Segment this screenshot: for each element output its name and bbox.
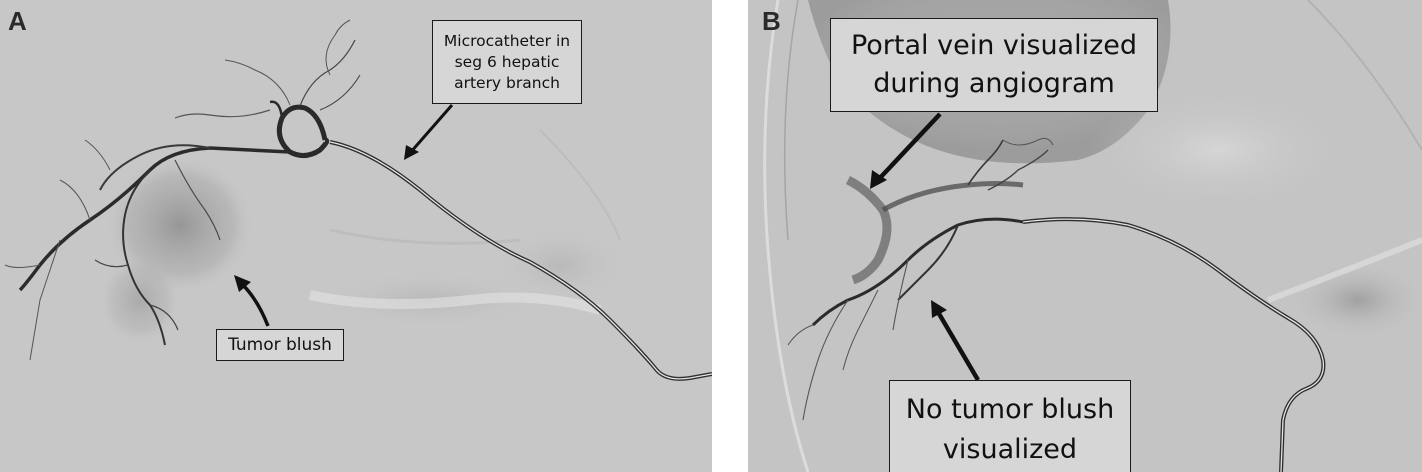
panel-letter-b: B [762, 6, 781, 36]
rib-outline [783, 0, 799, 241]
artery-branch [84, 139, 111, 171]
artery-branch [325, 19, 351, 76]
tumor-blush-region [100, 255, 180, 345]
panel-a-angiogram: A Microcatheter in seg 6 hepatic artery … [0, 0, 712, 472]
artery-branch [299, 39, 356, 107]
portal-vein-branch [881, 181, 1024, 213]
arrowhead [931, 300, 947, 318]
bowel-gas-outline [1266, 237, 1422, 303]
microcatheter-label: Microcatheter in seg 6 hepatic artery br… [443, 31, 571, 92]
catheter-lumen [1022, 218, 1325, 472]
tumor-blush-label: Tumor blush [228, 335, 332, 355]
microcatheter-lumen [329, 141, 712, 380]
artery-branch [149, 304, 179, 331]
no-tumor-blush-callout: No tumor blush visualized [889, 380, 1131, 472]
arrowhead [404, 145, 419, 160]
microcatheter-callout: Microcatheter in seg 6 hepatic artery br… [432, 20, 582, 104]
artery-branch [4, 264, 41, 268]
artery-branch [967, 139, 1004, 186]
portal-vein-label: Portal vein visualized during angiogram [850, 30, 1138, 99]
arrow [408, 104, 454, 154]
artery-branch [897, 224, 959, 301]
artery-loop [276, 104, 330, 158]
arrowhead [234, 275, 251, 292]
artery-branch [842, 289, 879, 371]
arrowhead [870, 170, 887, 189]
artery-branch [94, 259, 129, 268]
artery-branch [174, 109, 271, 119]
rib-outline [1307, 0, 1422, 151]
bowel-gas-outline [308, 290, 602, 315]
portal-vein [845, 175, 892, 285]
body-contour [763, 0, 810, 472]
soft-tissue-light [1088, 90, 1348, 210]
artery-branch [802, 299, 849, 421]
artery-branch [29, 239, 61, 361]
artery-branch [987, 149, 1049, 191]
portal-vein-callout: Portal vein visualized during angiogram [830, 18, 1158, 112]
kidney-shadow [1288, 260, 1422, 340]
hepatic-artery-branch [811, 217, 1024, 327]
artery-branch [319, 74, 361, 111]
artery-branch [99, 144, 211, 191]
panel-a-image [4, 19, 712, 381]
artery-branch [892, 259, 909, 331]
artery-branch [59, 179, 91, 221]
no-tumor-blush-label: No tumor blush visualized [905, 394, 1115, 465]
arrow [876, 112, 942, 182]
arrow [936, 310, 980, 382]
artery-branch [174, 159, 221, 241]
panel-letter-a: A [8, 6, 27, 36]
artery-branch [269, 100, 284, 119]
tissue-outline [539, 129, 621, 241]
panel-b-angiogram: B Portal vein visualized during angiogra… [748, 0, 1422, 472]
arrow [240, 282, 270, 327]
artery-branch [1002, 137, 1054, 146]
artery-branch [787, 324, 814, 346]
tumor-blush-callout: Tumor blush [216, 329, 344, 361]
artery-branch [224, 59, 291, 106]
tissue-outline [329, 228, 521, 245]
